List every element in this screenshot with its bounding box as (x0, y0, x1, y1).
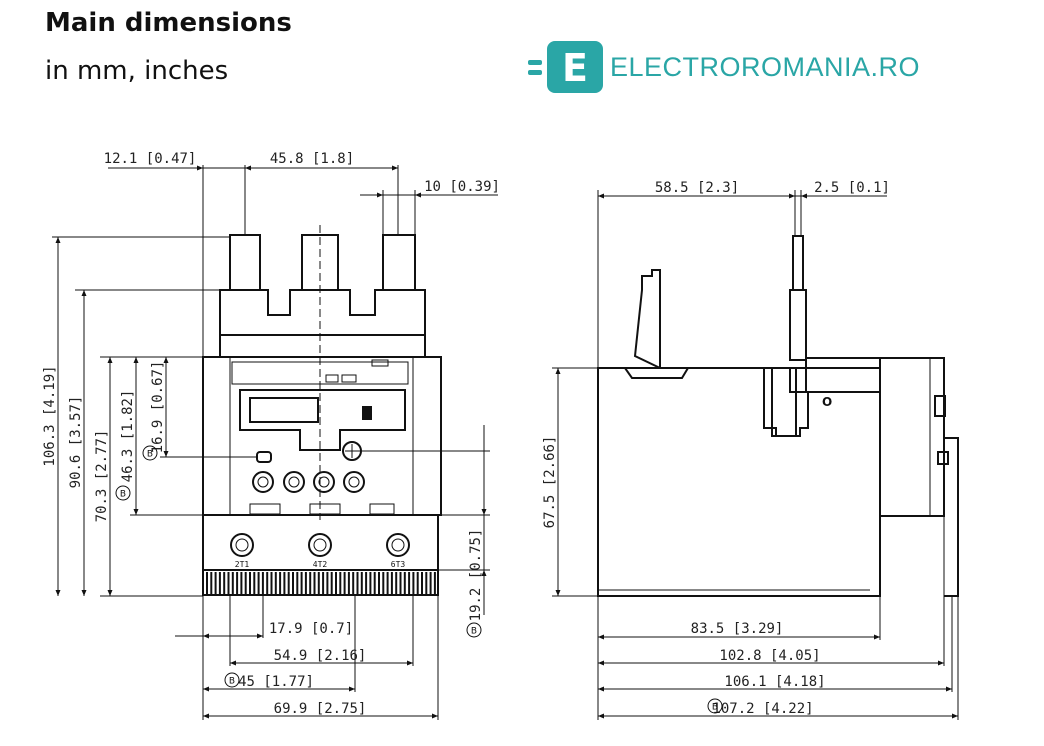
dim-side-bottom-3: 106.1 [4.18] (724, 674, 825, 690)
callout-b-front-1: B (142, 445, 158, 461)
dim-front-right-1: 19.2 [0.75] (468, 529, 484, 622)
terminal-label: 6T3 (391, 560, 406, 569)
dim-side-top-1: 58.5 [2.3] (655, 180, 739, 196)
dim-front-top-1: 12.1 [0.47] (104, 151, 197, 167)
dim-front-bottom-3: 45 [1.77] (238, 674, 314, 690)
svg-text:B: B (147, 450, 153, 460)
logo-text: ELECTROROMANIA.RO (610, 51, 921, 82)
svg-text:B: B (120, 490, 126, 500)
terminal-label: 4T2 (313, 560, 328, 569)
callout-b-front-3: B (466, 622, 482, 638)
page-subtitle: in mm, inches (45, 56, 229, 86)
side-marker: O (822, 395, 832, 409)
dim-front-top-3: 10 [0.39] (424, 179, 500, 195)
logo-mark-icon: E (528, 41, 603, 93)
dim-front-left-4: 46.3 [1.82] (120, 390, 136, 483)
dim-front-left-5: 16.9 [0.67] (150, 361, 166, 454)
dim-side-bottom-4: 107.2 [4.22] (712, 701, 813, 717)
callout-b-side-1: B (707, 698, 723, 714)
dim-side-bottom-2: 102.8 [4.05] (719, 648, 820, 664)
front-view (202, 225, 442, 596)
dim-front-left-1: 106.3 [4.19] (42, 365, 58, 466)
side-view: O (597, 235, 959, 597)
terminal-label: 2T1 (235, 560, 250, 569)
ribbed-cover (202, 569, 439, 596)
logo-mark-letter: E (562, 46, 588, 90)
electroromania-logo[interactable]: E ELECTROROMANIA.RO (528, 41, 920, 93)
svg-text:B: B (471, 627, 477, 637)
dim-front-top-2: 45.8 [1.8] (270, 151, 354, 167)
dim-front-bottom-1: 17.9 [0.7] (269, 621, 353, 637)
dim-side-left-1: 67.5 [2.66] (542, 436, 558, 529)
dim-front-bottom-2: 54.9 [2.16] (274, 648, 367, 664)
callout-b-front-4: B (224, 672, 240, 688)
page-title: Main dimensions (45, 8, 292, 38)
dimension-annotations: 12.1 [0.47] 45.8 [1.8] 10 [0.39] 106.3 [4.1… (42, 151, 959, 720)
svg-text:B: B (229, 677, 235, 687)
dim-side-top-2: 2.5 [0.1] (814, 180, 890, 196)
top-terminals (219, 225, 426, 520)
dim-side-bottom-1: 83.5 [3.29] (691, 621, 784, 637)
relay-body (202, 356, 442, 516)
dim-front-left-2: 90.6 [3.57] (68, 396, 84, 489)
callout-b-front-2: B (115, 485, 131, 501)
svg-text:B: B (712, 703, 718, 713)
side-body (597, 367, 881, 597)
dim-front-left-3: 70.3 [2.77] (94, 430, 110, 523)
dim-front-bottom-4: 69.9 [2.75] (274, 701, 367, 717)
side-clip (598, 269, 661, 369)
